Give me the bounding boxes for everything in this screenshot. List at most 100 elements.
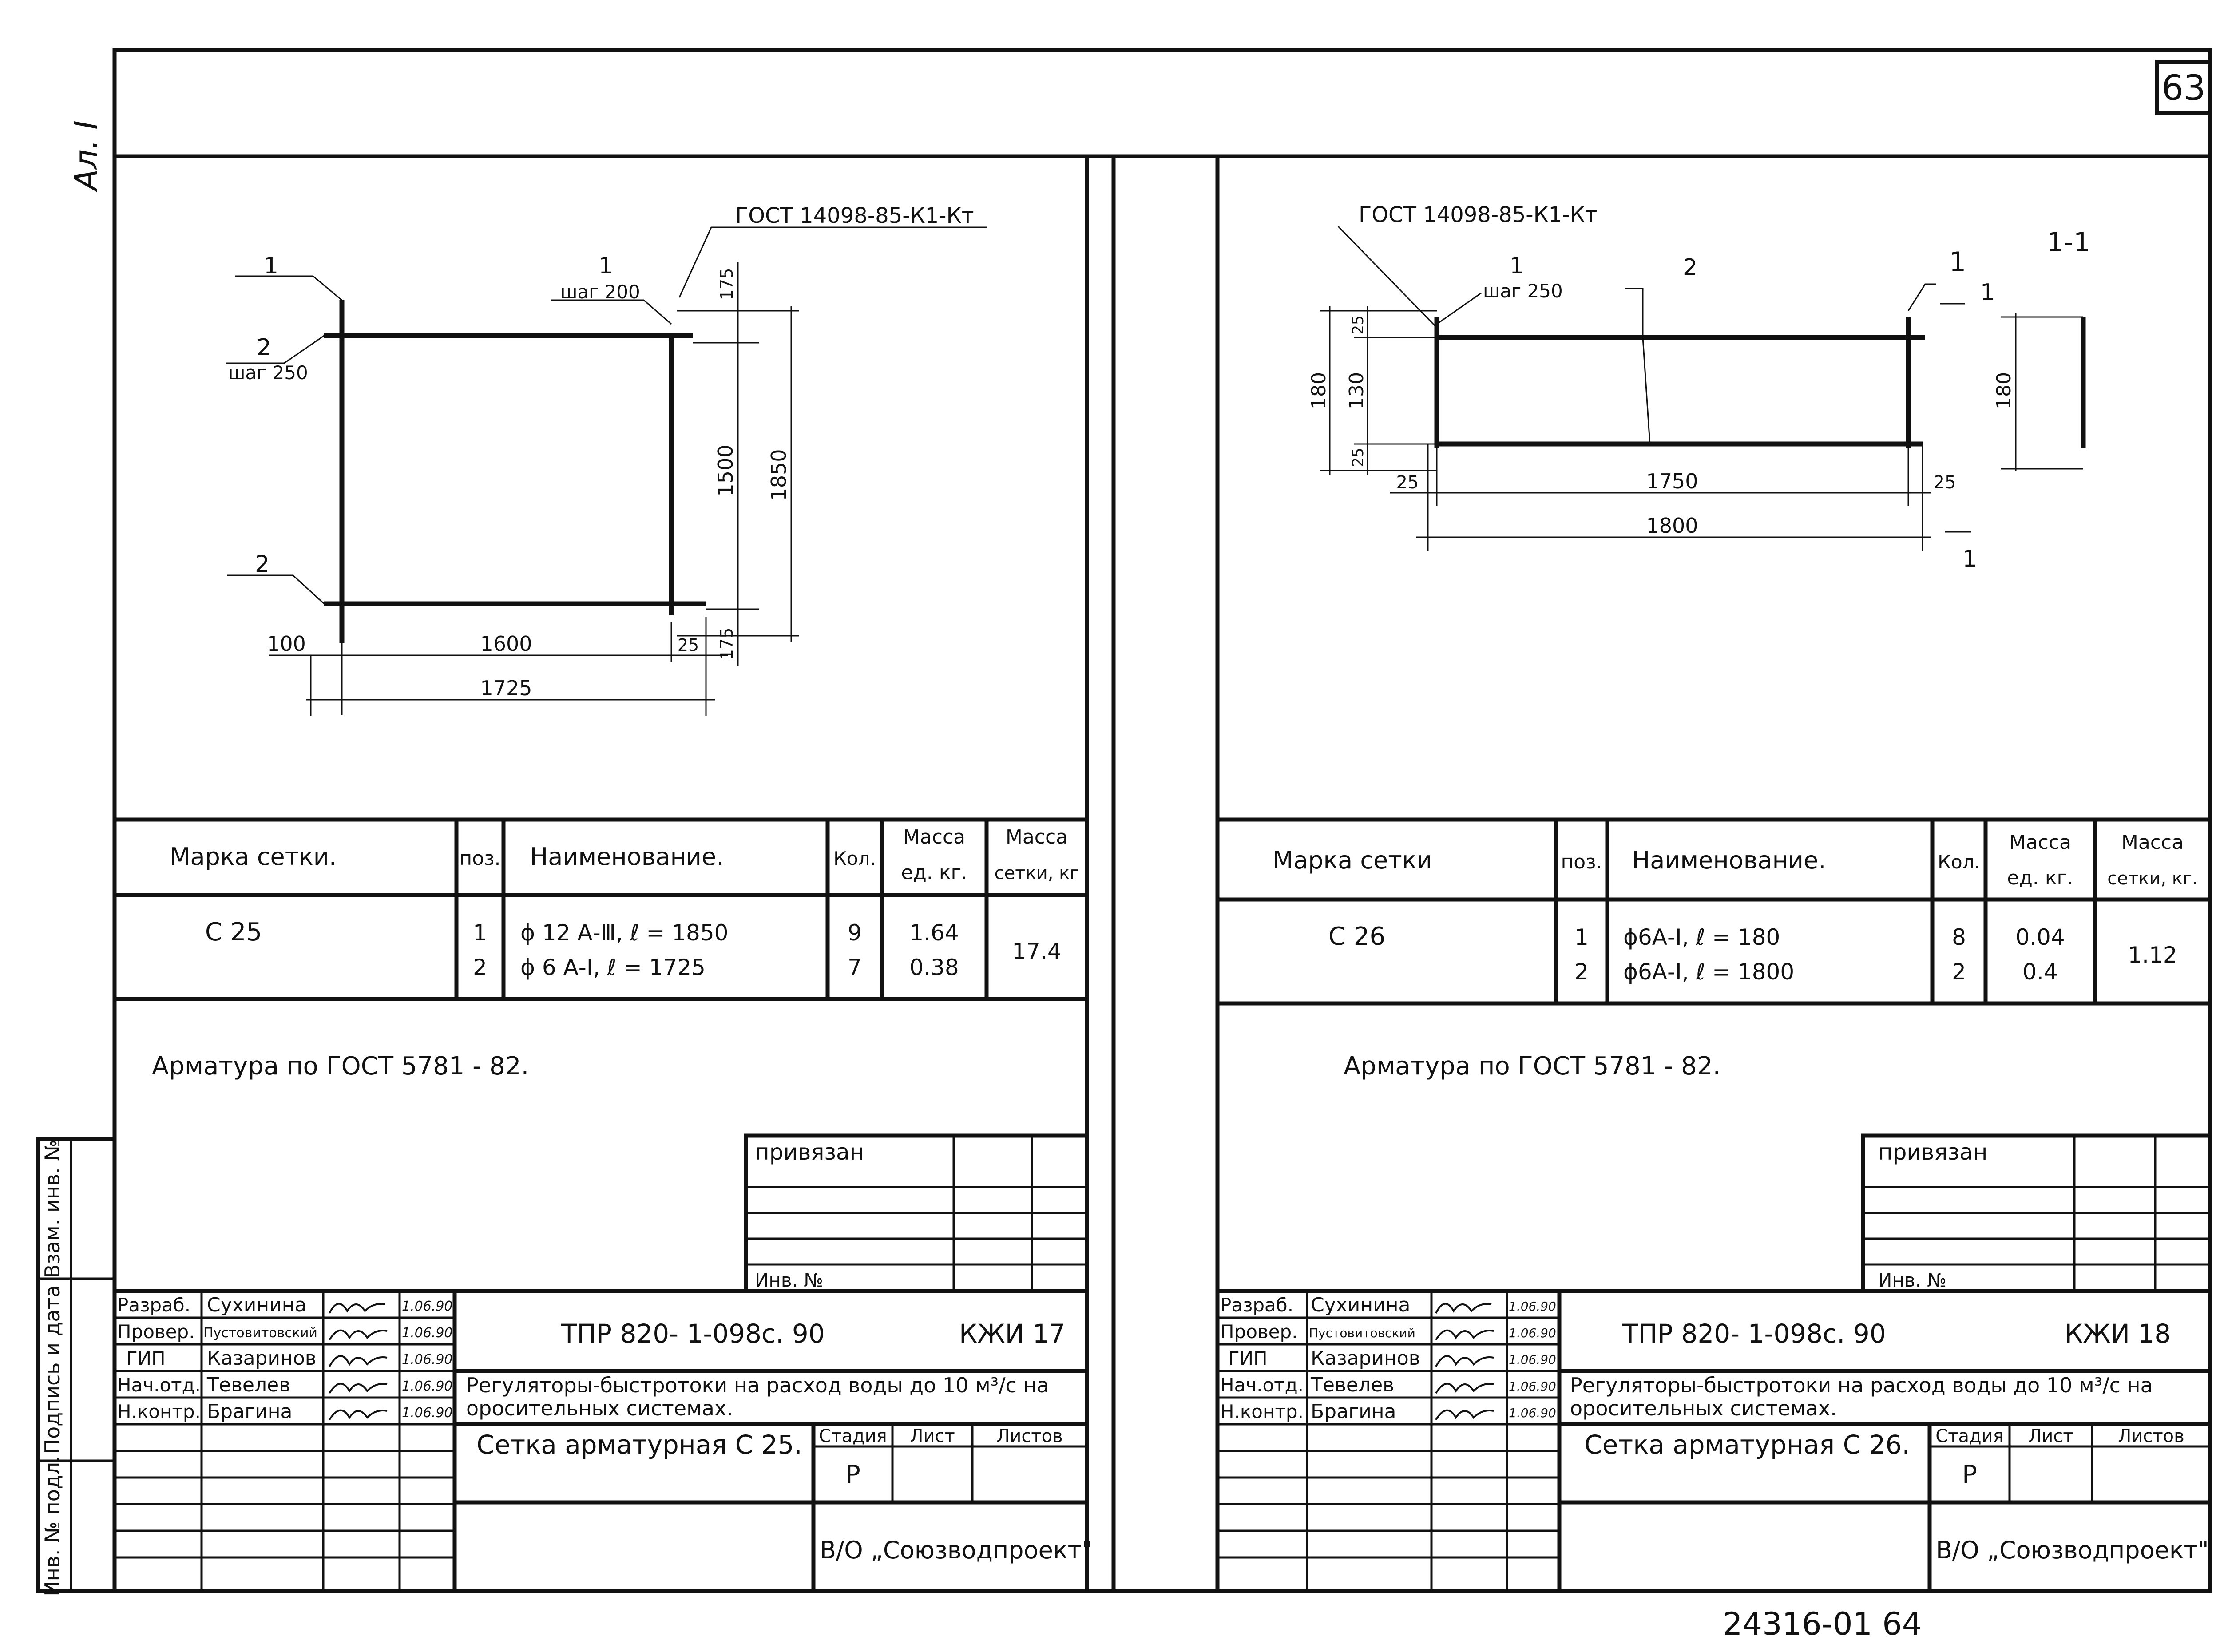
left-role-name-4: Брагина: [207, 1400, 293, 1423]
right-project-title: Регуляторы-быстротоки на расход воды до …: [1570, 1374, 2153, 1420]
left-role-name-2: Казаринов: [207, 1347, 317, 1370]
side-stamp-podpis: Подпись и дата: [40, 1285, 64, 1454]
left-role-4: Н.контр.: [117, 1401, 201, 1422]
left-title-block: [115, 1289, 1087, 1593]
right-spec-row2-qty: 2: [1952, 959, 1966, 985]
right-sheet-title: Сетка арматурная С 26.: [1584, 1430, 1910, 1460]
left-spec-row1-pos: 1: [473, 920, 487, 946]
left-spec-header-pos: поз.: [459, 847, 500, 870]
left-spec-header-mesh-kg: сетки, кг: [995, 863, 1079, 883]
left-role-date-2: 1.06.90: [402, 1352, 453, 1367]
left-privyazan-title: привязан: [755, 1139, 864, 1165]
right-dim-180-section: 180: [1993, 372, 2015, 409]
right-role-date-0: 1.06.90: [1509, 1299, 1556, 1314]
right-spec-row2-mass: 0.4: [2022, 959, 2058, 985]
left-sheet-title: Сетка арматурная С 25.: [476, 1430, 802, 1460]
right-spec-table: [1217, 817, 2210, 1006]
left-spec-row1-qty: 9: [848, 920, 862, 946]
left-sheet-code: КЖИ 17: [959, 1319, 1065, 1349]
left-stage-value: Р: [845, 1460, 860, 1489]
left-spec-row1-mass: 1.64: [909, 920, 959, 946]
right-signatures: [1435, 1303, 1494, 1421]
right-role-4: Н.контр.: [1220, 1401, 1304, 1422]
left-spec-header-qty: Кол.: [833, 848, 876, 869]
right-list-label: Лист: [2028, 1426, 2073, 1446]
left-rebar-note: Арматура по ГОСТ 5781 - 82.: [152, 1052, 529, 1081]
left-spec-row2-pos: 2: [473, 955, 487, 980]
right-spec-row2-name: ϕ6А-Ⅰ, ℓ = 1800: [1623, 959, 1794, 985]
left-gost-weld: ГОСТ 14098-85-К1-Кт: [735, 203, 974, 228]
left-spec-total: 17.4: [1012, 939, 1061, 964]
side-stamp-inv-podl: Инв. № подл.: [40, 1455, 64, 1596]
right-dim-25-top: 25: [1349, 315, 1367, 334]
right-spec-header-unit-mass: Масса: [2009, 831, 2071, 854]
bottom-doc-number: 24316-01 64: [1723, 1606, 1922, 1642]
right-dim-25-right: 25: [1934, 472, 1956, 493]
right-dim-1800: 1800: [1646, 514, 1698, 538]
right-role-name-0: Сухинина: [1311, 1294, 1411, 1316]
right-pos2-label: 2: [1683, 254, 1697, 281]
side-stamp: [36, 1137, 117, 1593]
left-role-date-1: 1.06.90: [402, 1325, 453, 1341]
left-spec-header-unit-kg: ед. кг.: [901, 861, 967, 884]
right-role-0: Разраб.: [1220, 1294, 1293, 1316]
left-role-2: ГИП: [126, 1347, 166, 1369]
right-sheet-title-box: Сетка арматурная С 26.: [1584, 1430, 1910, 1460]
left-spec-row1-name: ϕ 12 А-Ⅲ, ℓ = 1850: [520, 920, 728, 946]
right-cut-top: 1: [1980, 279, 1995, 306]
right-spec-header-unit-kg: ед. кг.: [2007, 867, 2073, 889]
right-role-date-1: 1.06.90: [1509, 1326, 1556, 1340]
left-spec-header-name: Наименование.: [530, 843, 724, 871]
left-pos1-right-label: 1: [599, 253, 613, 279]
left-spec-header-unit-mass: Масса: [903, 826, 965, 848]
left-dim-1725: 1725: [480, 676, 532, 700]
right-pos1-label: 1: [1510, 253, 1524, 279]
right-spec-header-mark: Марка сетки: [1273, 846, 1432, 874]
side-stamp-vzam: Взам. инв. №: [40, 1140, 64, 1278]
left-stage-label: Стадия: [819, 1426, 887, 1446]
left-pos2-upper-label: 2: [257, 334, 271, 361]
album-label: Ал. I: [68, 120, 104, 192]
left-list-label: Лист: [910, 1426, 955, 1446]
left-spec-header-mark: Марка сетки.: [170, 843, 337, 871]
left-pos1-label: 1: [264, 253, 278, 279]
left-lists-label: Листов: [996, 1426, 1062, 1446]
left-dim-1600: 1600: [480, 632, 532, 656]
left-mesh-drawing: [226, 226, 987, 716]
right-spec-header-mesh-kg: сетки, кг.: [2107, 868, 2197, 889]
right-spec-row1-name: ϕ6А-Ⅰ, ℓ = 180: [1623, 924, 1780, 950]
right-spec-header-pos: поз.: [1561, 851, 1602, 873]
left-role-date-4: 1.06.90: [402, 1405, 453, 1421]
left-dim-1850: 1850: [767, 449, 791, 501]
right-role-date-3: 1.06.90: [1509, 1379, 1556, 1394]
right-spec-row1-pos: 1: [1574, 924, 1589, 950]
left-sheet-title-box: Сетка арматурная С 25.: [476, 1430, 802, 1460]
left-role-0: Разраб.: [117, 1294, 190, 1316]
left-signatures: [329, 1303, 388, 1421]
left-role-name-3: Тевелев: [206, 1374, 290, 1396]
left-role-name-1: Пустовитовский: [203, 1325, 317, 1341]
left-step-250: шаг 250: [228, 362, 308, 384]
right-role-name-3: Тевелев: [1310, 1374, 1394, 1396]
right-dim-25-bottom: 25: [1349, 448, 1367, 467]
left-role-name-0: Сухинина: [207, 1294, 307, 1316]
left-spec-table: [115, 817, 1087, 1001]
left-role-date-3: 1.06.90: [402, 1379, 453, 1394]
right-spec-row1-qty: 8: [1952, 924, 1966, 950]
right-title-block: [1217, 1289, 2210, 1591]
left-dim-100: 100: [267, 632, 306, 656]
right-role-2: ГИП: [1228, 1347, 1268, 1369]
right-lists-label: Листов: [2118, 1426, 2184, 1446]
right-spec-header-name: Наименование.: [1632, 846, 1826, 874]
right-spec-mark: С 26: [1328, 922, 1385, 951]
left-step-200: шаг 200: [560, 281, 640, 303]
right-cut-bottom: 1: [1962, 546, 1977, 572]
left-dim-1500: 1500: [714, 444, 737, 496]
page-number: 63: [2161, 68, 2205, 108]
right-stage-value: Р: [1962, 1460, 1977, 1489]
left-project-title-box: Регуляторы-быстротоки на расход воды до …: [466, 1374, 1049, 1420]
right-section-label: 1-1: [2047, 227, 2090, 258]
left-role-1: Провер.: [117, 1321, 195, 1343]
right-step-250: шаг 250: [1483, 280, 1563, 302]
